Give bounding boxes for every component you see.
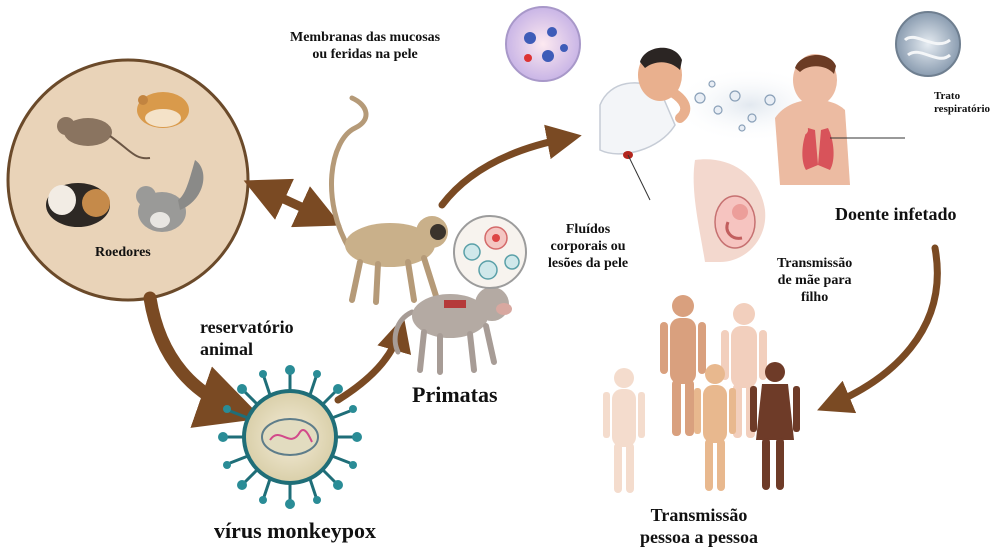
label-mucosa: Membranas das mucosas ou feridas na pele	[290, 30, 440, 64]
label-mae-filho: Transmissão de mãe para filho	[777, 256, 852, 306]
monkey-icon	[331, 98, 448, 302]
label-fluidos-line2: corporais ou	[548, 239, 628, 256]
pregnancy-icon	[694, 159, 766, 262]
label-reservatorio-line1: reservatório	[200, 317, 294, 339]
human-figures-illustration	[603, 295, 800, 493]
mucosa-virus-zoom-icon	[506, 7, 580, 81]
label-trato-line1: Trato	[934, 90, 990, 103]
label-fluidos: Fluídos corporais ou lesões da pele	[548, 222, 628, 272]
label-pessoa-line2: pessoa a pessoa	[640, 527, 758, 549]
label-fluidos-line3: lesões da pele	[548, 256, 628, 273]
label-mae-filho-line2: de mãe para	[777, 273, 852, 290]
label-mae-filho-line1: Transmissão	[777, 256, 852, 273]
label-doente: Doente infetado	[835, 204, 956, 226]
rodents-illustration	[8, 60, 248, 300]
label-primatas: Primatas	[412, 382, 498, 408]
label-trato-line2: respiratório	[934, 103, 990, 116]
label-mucosa-line2: ou feridas na pele	[290, 47, 440, 64]
label-reservatorio-line2: animal	[200, 339, 294, 361]
label-pessoa-line1: Transmissão	[640, 505, 758, 527]
label-mucosa-line1: Membranas das mucosas	[290, 30, 440, 47]
label-virus: vírus monkeypox	[214, 518, 376, 544]
coughing-people-illustration	[600, 48, 905, 200]
label-reservatorio: reservatório animal	[200, 317, 294, 360]
label-pessoa: Transmissão pessoa a pessoa	[640, 505, 758, 548]
label-roedores: Roedores	[95, 245, 151, 262]
label-mae-filho-line3: filho	[777, 290, 852, 307]
respiratory-tract-zoom-icon	[896, 12, 960, 76]
lesion-zoom-icon	[454, 216, 526, 288]
virus-particle-icon	[218, 365, 362, 509]
label-trato: Trato respiratório	[934, 90, 990, 116]
label-fluidos-line1: Fluídos	[548, 222, 628, 239]
